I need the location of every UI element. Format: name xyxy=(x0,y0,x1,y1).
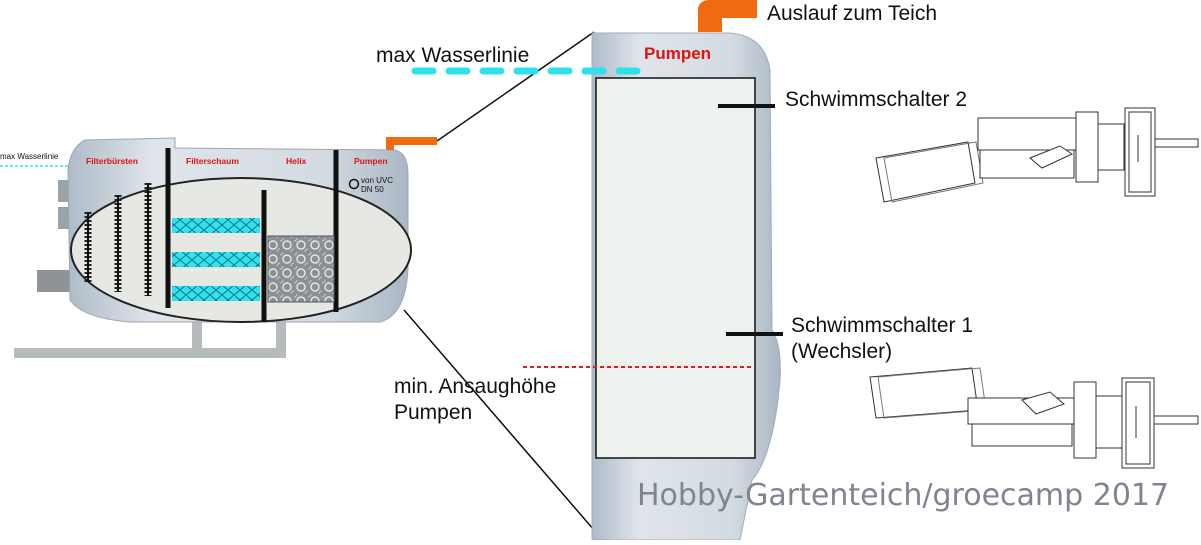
stand-leg xyxy=(192,322,202,352)
min-intake-label-line2: Pumpen xyxy=(394,401,473,424)
max-waterline-label: max Wasserlinie xyxy=(376,44,530,67)
outlet-pipe-small xyxy=(386,137,437,150)
detail-chamber xyxy=(523,0,783,541)
foam-mat xyxy=(172,218,260,233)
pump-chamber xyxy=(595,77,756,459)
chamber-label-pumps: Pumpen xyxy=(354,156,388,166)
detail-chamber-title: Pumpen xyxy=(644,44,712,63)
outlet-label: Auslauf zum Teich xyxy=(767,2,938,25)
chamber-label-foam: Filterschaum xyxy=(186,156,239,166)
foam-mat xyxy=(172,286,260,301)
max-waterline-label-small: max Wasserlinie xyxy=(0,152,59,161)
uvc-inlet-icon xyxy=(348,178,360,190)
float-switch-sketch-top xyxy=(875,107,1199,203)
float-switch-sketch-bottom xyxy=(869,367,1199,469)
min-intake-label-line1: min. Ansaughöhe xyxy=(394,375,557,398)
zoom-line-bottom xyxy=(403,309,595,531)
inlet-label-line2: DN 50 xyxy=(361,185,384,194)
float-switch-1-label-line2: (Wechsler) xyxy=(791,340,893,363)
helix-media xyxy=(267,235,335,303)
zoom-line-top xyxy=(436,31,595,142)
inlet-label-line1: von UVC xyxy=(361,176,394,185)
chamber-label-helix: Helix xyxy=(286,156,307,166)
float-switch-2-label: Schwimmschalter 2 xyxy=(785,88,968,111)
stand-base xyxy=(14,348,286,358)
chamber-label-brushes: Filterbürsten xyxy=(86,156,138,166)
credit-watermark: Hobby-Gartenteich/groecamp 2017 xyxy=(637,478,1170,513)
float-switch-1-label-line1: Schwimmschalter 1 xyxy=(791,314,974,337)
stand-leg xyxy=(276,322,286,352)
outlet-pipe-detail xyxy=(698,0,757,32)
overview-unit xyxy=(0,31,595,531)
filter-brushes xyxy=(84,183,152,296)
foam-mat xyxy=(172,252,260,267)
